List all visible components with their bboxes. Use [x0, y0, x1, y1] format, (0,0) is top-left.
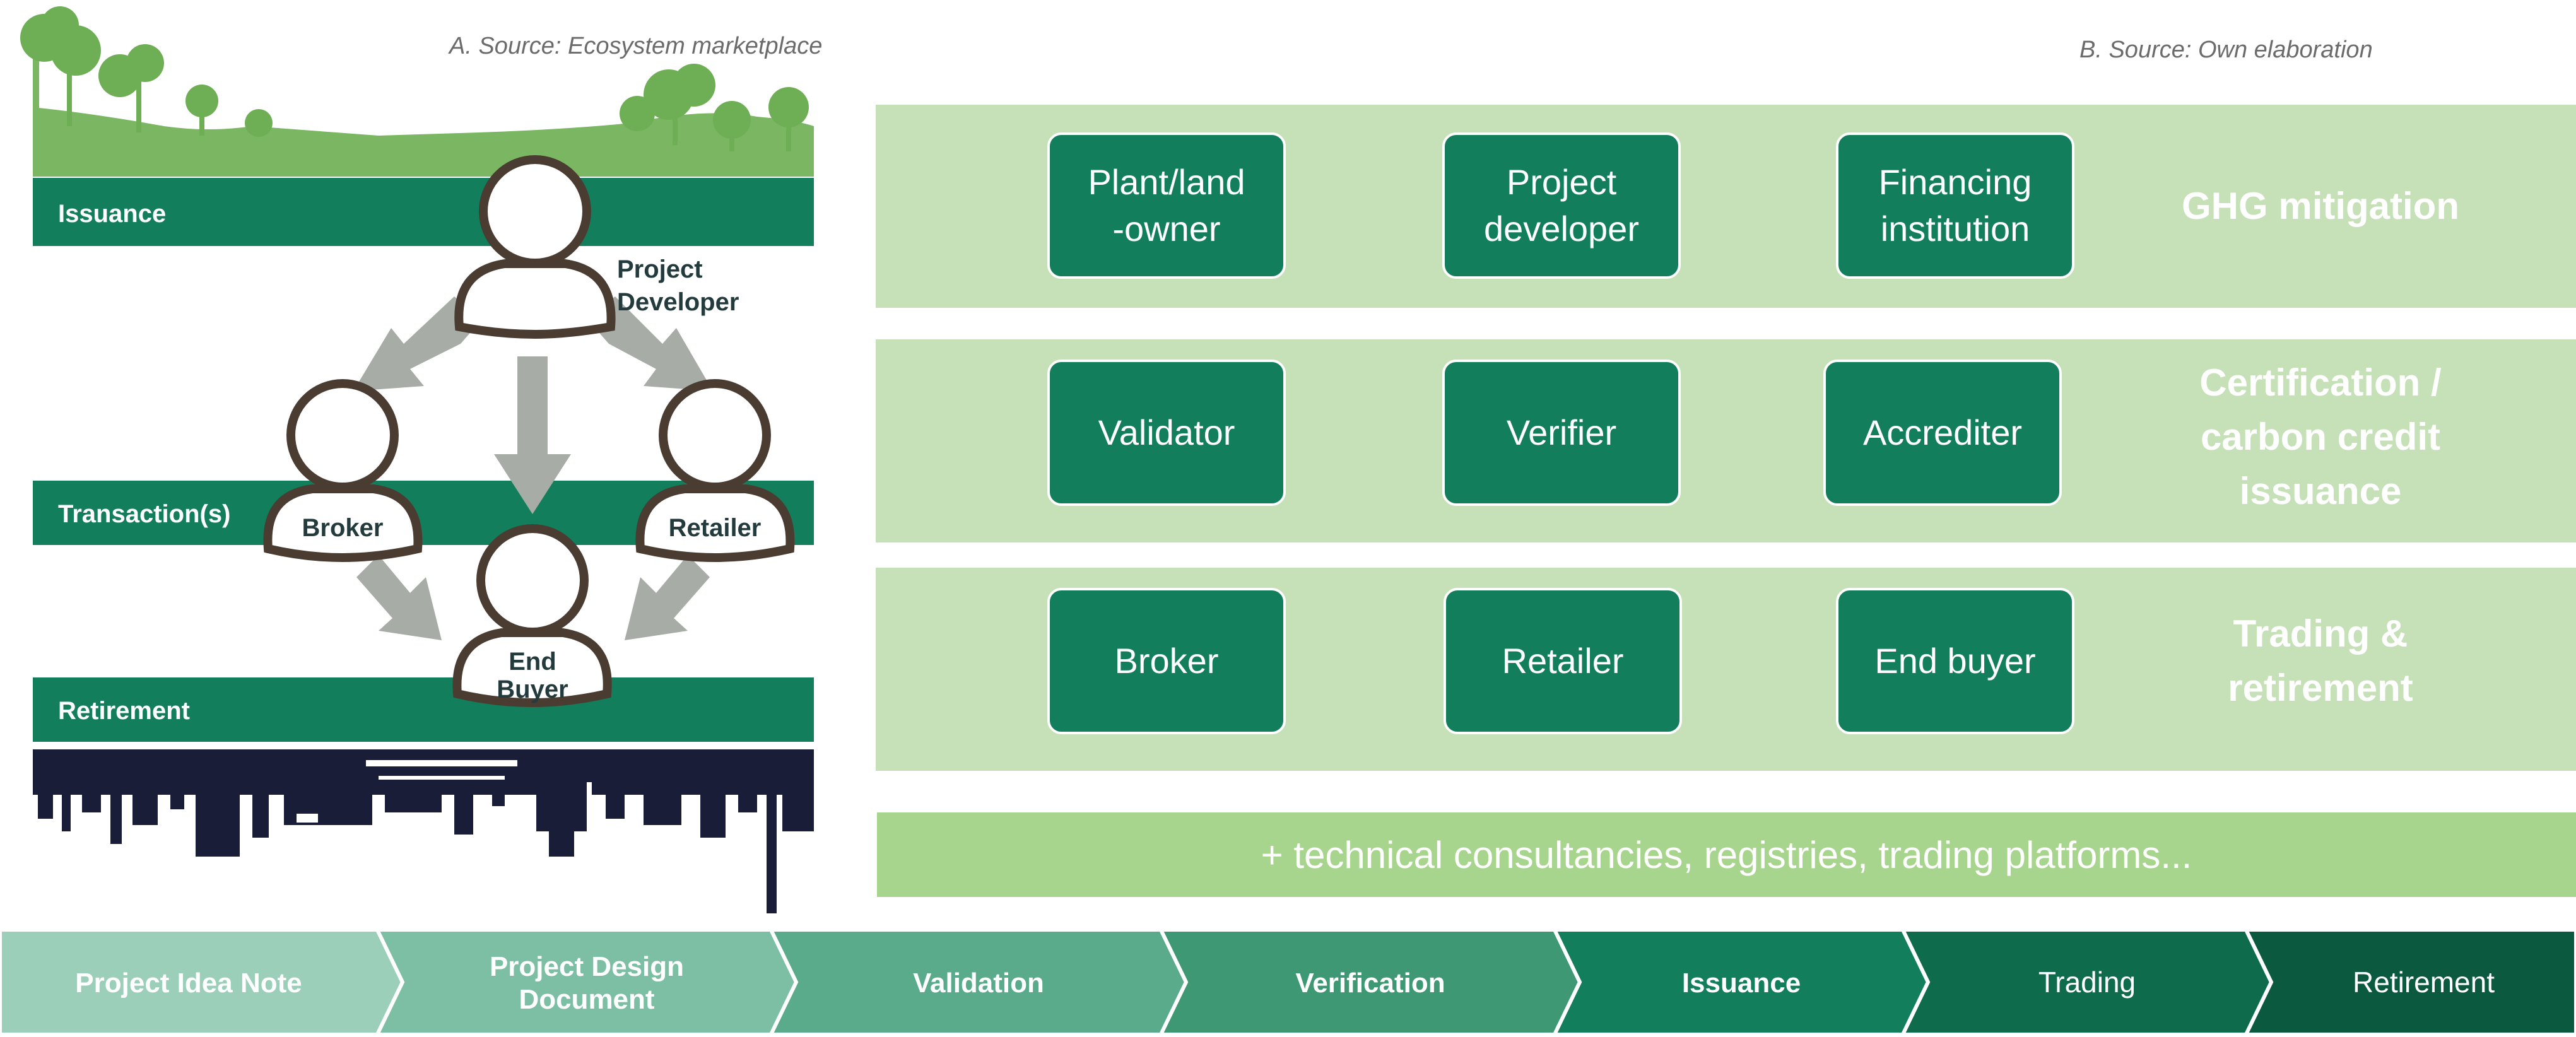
- project-developer-actor-icon: [454, 155, 616, 339]
- retirement-bar: [33, 677, 814, 742]
- issuance-bar-label: Issuance: [58, 200, 166, 228]
- end-buyer-card: End buyer: [1836, 588, 2074, 734]
- process-step-label: Issuance: [1682, 968, 1801, 999]
- actor-figures: [263, 155, 795, 708]
- ghg-mitigation-title: GHG mitigation: [2182, 185, 2459, 227]
- arrow-to-buyer-left-icon: [356, 555, 442, 640]
- arrow-down-icon: [494, 356, 571, 514]
- source-a-caption: A. Source: Ecosystem marketplace: [449, 33, 823, 59]
- transactions-bar-label: Transaction(s): [58, 500, 230, 528]
- process-step-label: Document: [519, 984, 654, 1015]
- verifier-card: Verifier: [1442, 360, 1681, 506]
- broker-card: Broker: [1047, 588, 1286, 734]
- retailer-actor-icon: [635, 379, 795, 563]
- issuance-bar: [33, 178, 814, 246]
- accrediter-card: Accrediter: [1823, 360, 2062, 506]
- certification-panel: Validator Verifier Accrediter Certificat…: [876, 339, 2576, 542]
- process-step-label: Verification: [1295, 968, 1445, 999]
- source-b-caption: B. Source: Own elaboration: [2079, 37, 2373, 63]
- end-buyer-label-1: End: [509, 648, 556, 676]
- city-skyline-illustration: [33, 749, 814, 913]
- process-step-label: Validation: [913, 968, 1044, 999]
- end-buyer-label-2: Buyer: [497, 676, 568, 703]
- trading-title: Trading & retirement: [2228, 612, 2413, 709]
- project-developer-label-2: Developer: [617, 288, 739, 316]
- retailer-card: Retailer: [1444, 588, 1682, 734]
- arrow-down-left-icon: [353, 296, 483, 391]
- financing-institution-card: Financing institution: [1836, 132, 2074, 279]
- retirement-bar-label: Retirement: [58, 697, 190, 725]
- retailer-label: Retailer: [669, 514, 762, 542]
- plant-landowner-card: Plant/land -owner: [1047, 132, 1286, 279]
- process-step-chevron: [374, 930, 799, 1036]
- arrow-down-right-icon: [587, 296, 713, 391]
- certification-title: Certification / carbon credit issuance: [2199, 361, 2442, 512]
- project-developer-card: Project developer: [1442, 132, 1681, 279]
- process-step-label: Project Design: [490, 951, 684, 982]
- validator-card: Validator: [1047, 360, 1286, 506]
- ghg-mitigation-panel: Plant/land -owner Project developer Fina…: [876, 105, 2576, 308]
- ecosystem-marketplace-diagram: Issuance Transaction(s) Retirement Proje…: [20, 6, 814, 913]
- consultancies-banner: + technical consultancies, registries, t…: [877, 812, 2576, 897]
- trading-panel: Broker Retailer End buyer Trading & reti…: [876, 568, 2576, 771]
- city-skyline-lights: [297, 760, 592, 823]
- flow-arrows: [353, 296, 713, 640]
- broker-actor-icon: [263, 379, 423, 563]
- process-step-label: Trading: [2038, 966, 2136, 999]
- process-step-label: Retirement: [2353, 966, 2495, 999]
- arrow-to-buyer-right-icon: [625, 555, 710, 640]
- broker-label: Broker: [302, 514, 384, 542]
- end-buyer-actor-icon: [452, 524, 612, 708]
- process-step-chevron: [2243, 930, 2576, 1036]
- project-developer-label-1: Project: [617, 255, 703, 283]
- process-step-label: Project Idea Note: [75, 968, 302, 999]
- landscape-illustration: [20, 6, 814, 177]
